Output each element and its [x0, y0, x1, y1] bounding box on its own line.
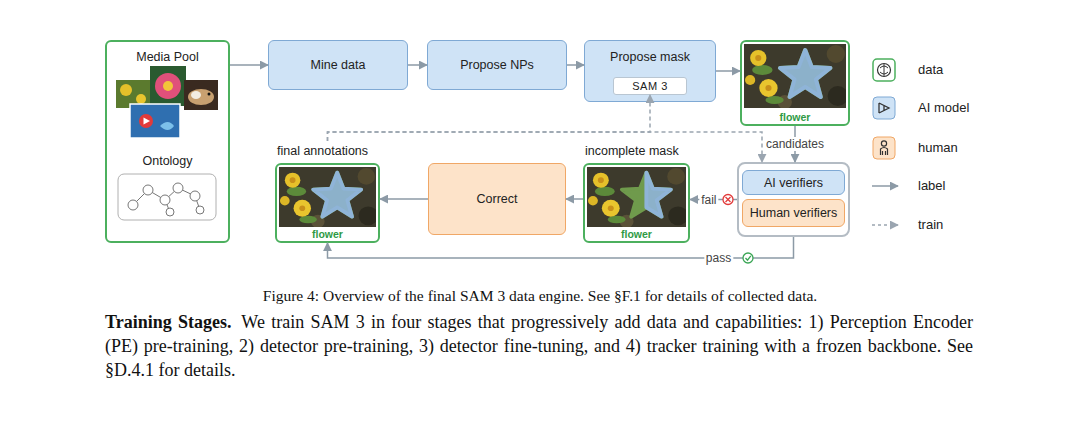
flow-connector: [716, 70, 740, 72]
legend-sample: [870, 58, 902, 82]
human-icon: [881, 141, 886, 146]
figure-caption: Figure 4: Overview of the final SAM 3 da…: [0, 287, 1080, 305]
model-box: SAM 3: [613, 77, 687, 95]
flow-connector: [566, 198, 583, 200]
fail-symbol: [726, 197, 731, 202]
legend-text: AI model: [918, 100, 969, 115]
human-box: Correct: [428, 163, 566, 235]
label-sample: [872, 185, 898, 187]
flow-connector: [380, 198, 428, 200]
edge-label: fail: [699, 193, 718, 207]
train-connector: [328, 132, 763, 162]
legend-sample: [870, 174, 902, 198]
flow-connector: [230, 64, 268, 66]
process-box: Propose NPs: [427, 40, 567, 90]
legend-text: label: [918, 178, 945, 193]
human-box: Human verifiers: [742, 199, 845, 227]
data-icon: [873, 59, 895, 81]
box-heading: incomplete mask: [585, 144, 679, 158]
process-box: Mine data: [268, 40, 408, 90]
box-label: Media Pool: [107, 50, 228, 64]
legend-text: train: [918, 217, 943, 232]
fail-symbol: [723, 195, 733, 205]
box-label: Propose NPs: [460, 58, 534, 72]
train-sample: [872, 224, 898, 226]
box-heading: final annotations: [277, 144, 368, 158]
edge-label: candidates: [764, 137, 826, 151]
data-icon: [878, 64, 891, 77]
group-box: AI verifiersHuman verifiers: [737, 162, 850, 237]
box-label: AI verifiers: [764, 176, 823, 190]
model-box: AI verifiers: [742, 170, 845, 195]
human-icon: [873, 137, 895, 159]
box-label: Correct: [477, 192, 518, 206]
legend-text: human: [918, 140, 958, 155]
human-icon: [881, 148, 888, 156]
box-label: Mine data: [311, 58, 366, 72]
mask-label: flower: [277, 228, 378, 240]
pass-symbol: [743, 253, 753, 263]
box-label: Propose mask: [585, 50, 715, 64]
paper-paragraph: Training Stages.We train SAM 3 in four s…: [105, 310, 973, 382]
paragraph-body: We train SAM 3 in four stages that progr…: [105, 312, 973, 380]
process-box: Propose maskSAM 3: [584, 40, 716, 102]
mask-label: flower: [742, 111, 848, 123]
model-icon: [879, 103, 889, 113]
legend-sample: [870, 136, 902, 160]
mask-label: flower: [585, 228, 688, 240]
source-box: Media PoolOntology: [105, 40, 230, 243]
model-icon: [873, 97, 895, 119]
data-box: final annotationsflower: [275, 163, 380, 243]
pass-symbol: [743, 253, 753, 263]
legend-sample: [870, 96, 902, 120]
legend-sample: [870, 213, 902, 237]
edge-label: pass: [704, 251, 733, 265]
flow-connector: [408, 64, 427, 66]
box-label: Human verifiers: [750, 206, 838, 220]
paragraph-heading: Training Stages.: [105, 312, 231, 332]
data-box: flower: [740, 40, 850, 126]
data-box: incomplete maskflower: [583, 163, 690, 243]
data-icon: [880, 64, 888, 76]
pass-symbol: [746, 256, 751, 260]
box-label: Ontology: [107, 154, 228, 168]
box-label: SAM 3: [632, 80, 668, 92]
flow-connector: [567, 64, 584, 66]
fail-symbol: [723, 195, 733, 205]
legend-text: data: [918, 62, 943, 77]
